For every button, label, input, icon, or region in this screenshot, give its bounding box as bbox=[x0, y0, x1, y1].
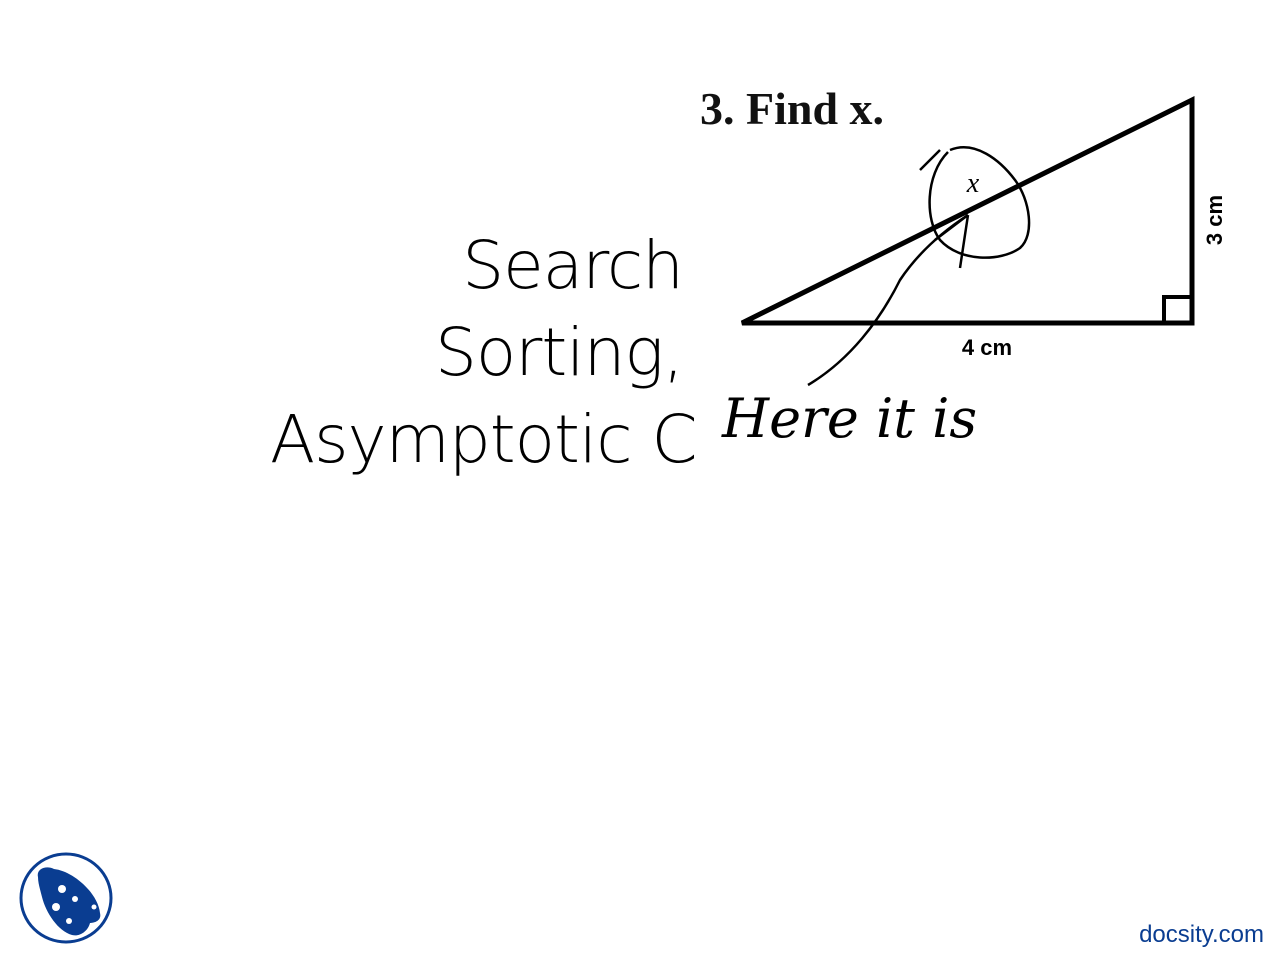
slide-title-line-2: Sorting, bbox=[434, 314, 684, 391]
height-label: 3 cm bbox=[1202, 195, 1227, 245]
problem-heading: 3. Find x. bbox=[700, 83, 884, 134]
arrow-head bbox=[934, 214, 970, 269]
triangle bbox=[740, 95, 1195, 326]
base-label: 4 cm bbox=[962, 335, 1012, 360]
slide-title-line-1: Search bbox=[462, 227, 684, 304]
slide-title-line-3: Asymptotic C bbox=[270, 401, 698, 478]
docsity-brand-link[interactable]: docsity.com bbox=[1139, 921, 1264, 948]
circle-scribble bbox=[928, 146, 1031, 259]
docsity-logo-icon bbox=[19, 852, 113, 944]
handwritten-note: Here it is bbox=[721, 387, 977, 450]
right-angle-mark bbox=[1162, 295, 1194, 325]
x-label: x bbox=[966, 168, 980, 199]
